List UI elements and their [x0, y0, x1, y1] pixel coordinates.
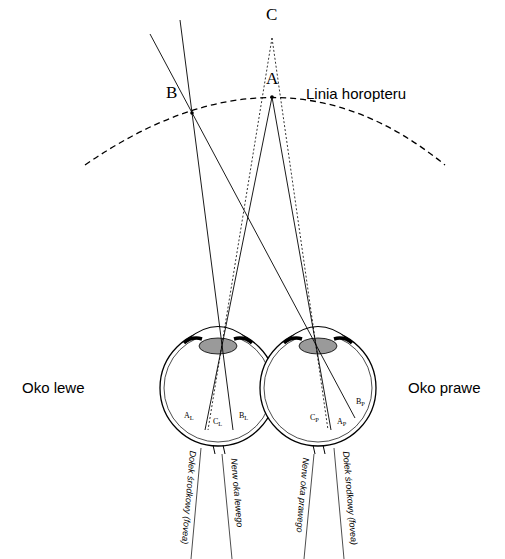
retina-point-label: AP	[337, 418, 346, 426]
retina-point-label: BL	[239, 412, 248, 420]
retina-point-label: CP	[310, 414, 319, 422]
fovea-label: Dołek środkowy (fovea)	[341, 451, 358, 545]
fovea-label: Dołek środkowy (fovea)	[180, 450, 197, 544]
point-label: A	[266, 70, 278, 87]
point-label: C	[266, 6, 277, 23]
horopter-label: Linia horopteru	[306, 86, 406, 101]
retina-point-label: AL	[184, 412, 194, 420]
eye-label: Oko lewe	[22, 380, 85, 395]
retina-point-label: CL	[213, 418, 222, 426]
retina-point-label: BP	[356, 398, 365, 406]
eye-label: Oko prawe	[408, 380, 481, 395]
point-label: B	[166, 84, 177, 101]
nerve-label: Nerw oka lewego	[229, 458, 244, 528]
